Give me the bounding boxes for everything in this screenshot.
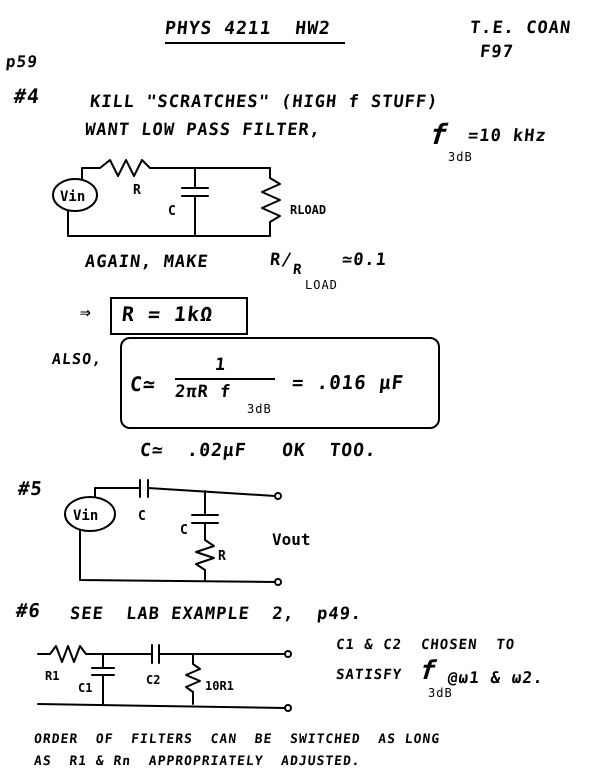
- input-wire-2: [94, 487, 141, 498]
- c-formula-denominator: 2πR f: [173, 382, 233, 402]
- footer-note-line1: ORDER OF FILTERS CAN BE SWITCHED AS LONG: [33, 732, 441, 747]
- again-text: AGAIN, MAKE: [83, 252, 210, 272]
- problem-6-f3db-subscript: 3dB: [428, 686, 453, 700]
- problem-6-number: #6: [14, 600, 43, 622]
- resistor-r1-label: R1: [45, 669, 59, 683]
- cap-c2-label-5: C: [180, 523, 188, 538]
- c-formula-left: C≃: [128, 372, 158, 396]
- cap-c1-label-6: C1: [78, 681, 92, 695]
- problem-6-note-line2: SATISFY: [335, 667, 403, 683]
- ground-wire-2: [79, 529, 276, 583]
- load-resistor-10r1: [185, 653, 201, 705]
- load-resistor: [261, 167, 281, 237]
- vout-label: Vout: [272, 530, 311, 549]
- rload-label: RLOAD: [290, 203, 326, 217]
- r-result: R = 1kΩ: [120, 302, 215, 326]
- c-formula-value: = .016 μF: [290, 372, 406, 394]
- implies-arrow: ⇒: [78, 302, 93, 323]
- r-result-box: [110, 297, 248, 335]
- resistor-r-label: R: [133, 183, 141, 198]
- problem-6-note-line1: C1 & C2 CHOSEN TO: [335, 637, 516, 653]
- resistor-r-label-5: R: [218, 549, 226, 564]
- footer-note-line2: AS R1 & Rn APPROPRIATELY ADJUSTED.: [33, 754, 362, 769]
- also-label: ALSO,: [51, 350, 104, 368]
- vin-source-1: [52, 178, 98, 212]
- cap-c-label: C: [168, 204, 176, 219]
- cap-c2-label-6: C2: [146, 673, 160, 687]
- ground-wire-1: [67, 210, 271, 237]
- ratio-value: ≃0.1: [340, 250, 389, 270]
- ratio-denominator-subscript: LOAD: [305, 278, 338, 292]
- ratio-numerator: R/: [268, 250, 294, 270]
- series-resistor-r: [81, 159, 271, 181]
- vin-source-2: [64, 496, 116, 532]
- course-title-underline: [165, 42, 345, 44]
- output-terminal-top: [274, 492, 282, 500]
- c-formula-box: [120, 337, 440, 429]
- ground-wire-3: [37, 703, 286, 709]
- output-wire-top: [147, 487, 276, 497]
- c-formula-fraction-bar: [175, 378, 275, 380]
- problem-6-f3db-symbol: f: [418, 656, 439, 686]
- output-terminal-bottom: [274, 578, 282, 586]
- ratio-denominator: R: [292, 262, 304, 278]
- f3db-subscript: 3dB: [448, 150, 473, 164]
- load-10r1-label: 10R1: [205, 679, 234, 693]
- series-resistor-r1: [37, 645, 153, 663]
- problem-6-note-tail: @ω1 & ω2.: [447, 668, 545, 687]
- vin-label-2: Vin: [73, 508, 98, 524]
- c-formula-numerator: 1: [213, 355, 228, 375]
- vin-label-1: Vin: [60, 189, 85, 205]
- c-formula-denominator-subscript: 3dB: [247, 402, 272, 416]
- cap-c1-label-5: C: [138, 509, 146, 524]
- problem-5-number: #5: [16, 478, 45, 500]
- output-terminal-bottom-6: [284, 704, 292, 712]
- output-terminal-top-6: [284, 650, 292, 658]
- c-alternative: C≃ .02μF OK TOO.: [138, 440, 378, 461]
- shunt-resistor-r: [195, 522, 215, 581]
- problem-6-see-reference: SEE LAB EXAMPLE 2, p49.: [68, 604, 364, 624]
